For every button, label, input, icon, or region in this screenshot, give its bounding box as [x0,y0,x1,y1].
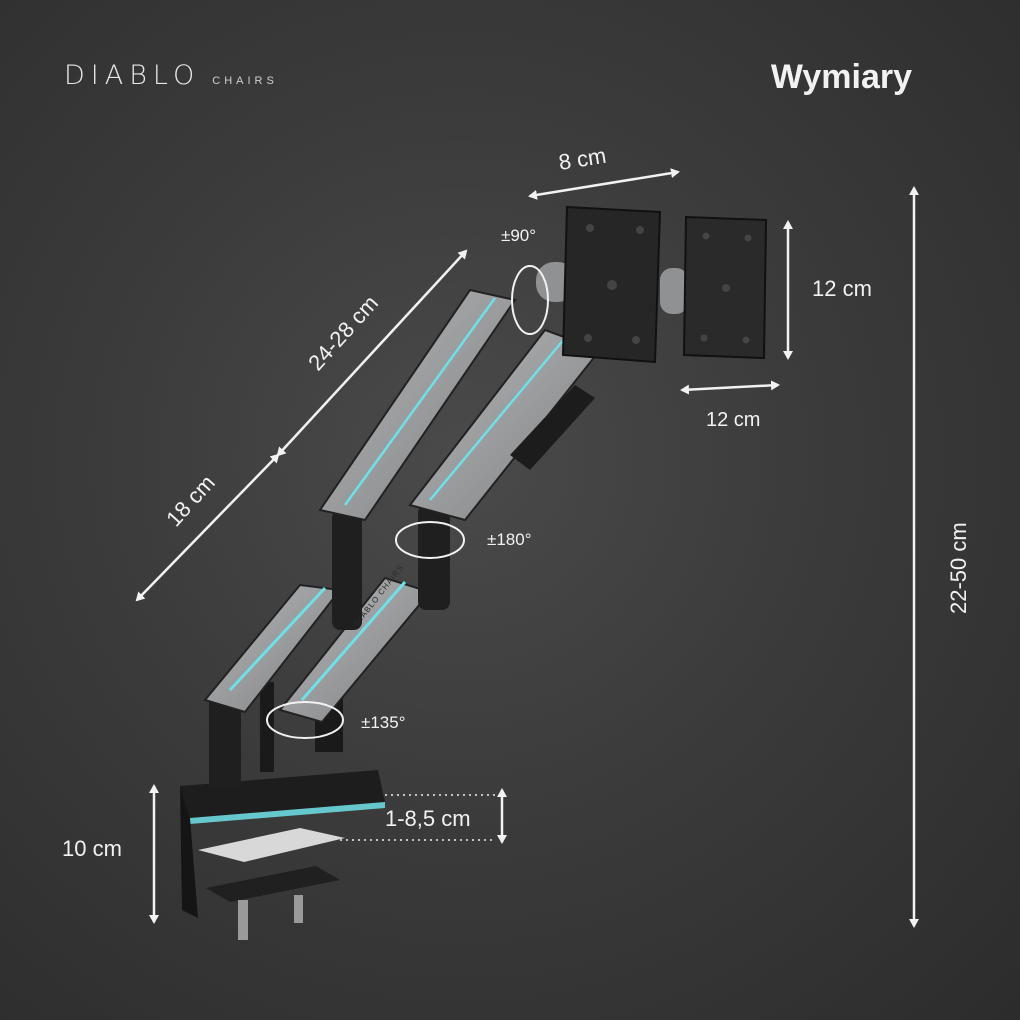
clamp-side [180,786,198,918]
clamp-screw-left [238,900,248,940]
clamp-desk-plate [198,828,345,862]
swivel-mid-angle-label: ±180° [487,530,532,549]
tilt-angle-label: ±90° [501,226,536,245]
page-title: Wymiary [770,58,912,96]
vesa-plate-back [682,215,768,360]
upper-arms [318,288,602,522]
plate-width-arrow [680,380,780,395]
vesa-plate-front [561,205,662,364]
upper-arm-label: 24-28 cm [303,290,383,375]
rotation-indicators [266,265,549,739]
pole-height-label: 22-50 cm [946,522,971,614]
desk-thickness-label: 1-8,5 cm [385,806,471,831]
upper-arm-handle [510,385,595,470]
plate-depth-arrow [528,168,680,200]
plate-height-label: 12 cm [812,276,872,301]
desk-clamp [180,770,385,940]
brand-sub: CHAIRS [212,75,278,87]
upper-arm-arrow [276,249,468,457]
brand-name: DIABLO [64,60,201,91]
lower-arms [203,576,432,724]
clamp-height-label: 10 cm [62,836,122,861]
tilt-rotation-icon [511,265,549,335]
plate-depth-label: 8 cm [557,143,608,175]
dimension-arrows [135,168,919,928]
swivel-base-rotation-icon [266,701,344,739]
clamp-lower-plate [206,866,340,902]
clamp-led-strip [190,802,385,824]
swivel-mid-rotation-icon [395,521,465,559]
lower-arm-arrow [135,453,280,602]
swivel-base-angle-label: ±135° [361,713,406,732]
clamp-screw-right [294,895,303,923]
plate-width-label: 12 cm [706,409,760,431]
brand-logo: DIABLO CHAIRS [64,60,278,91]
